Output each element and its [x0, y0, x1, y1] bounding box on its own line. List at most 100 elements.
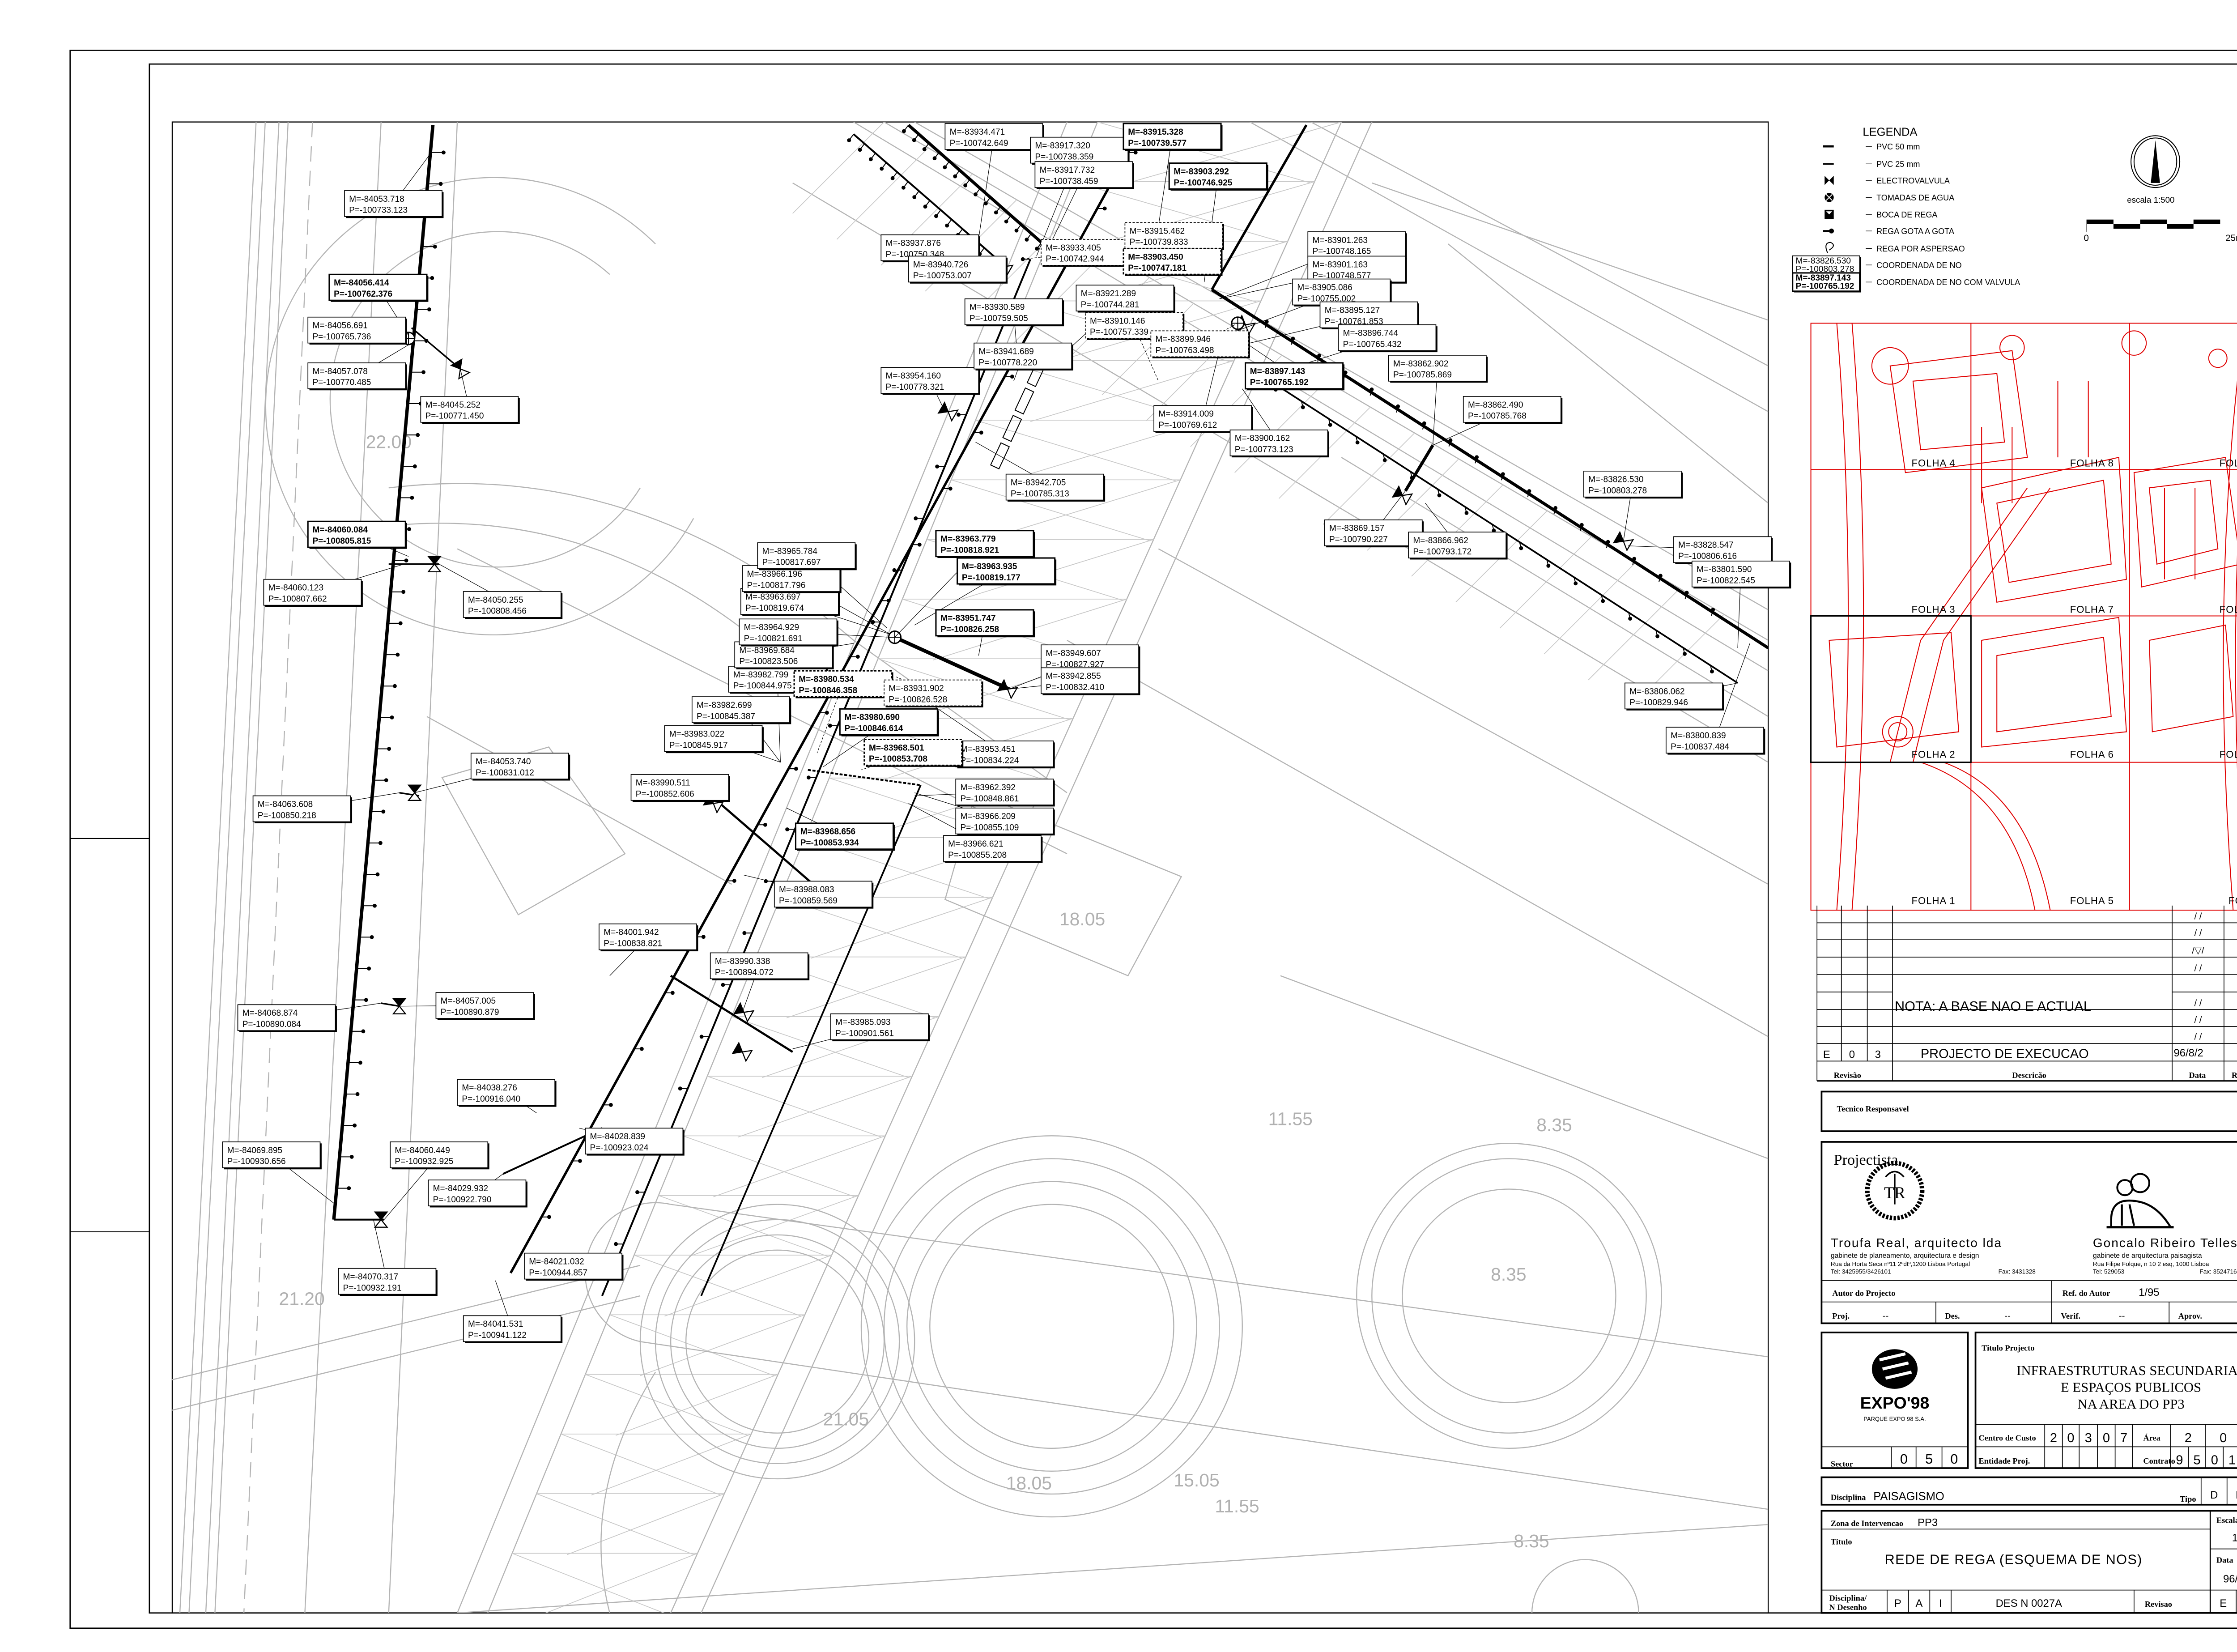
key-map-sheet-label[interactable]: FOLHA 12	[2220, 458, 2237, 469]
node-p-coordinate: P=-100826.528	[889, 695, 947, 704]
drip-emitter-icon	[1437, 489, 1442, 498]
expo98-logo: EXPO'98 PARQUE EXPO 98 S.A.	[1860, 1349, 1929, 1422]
legend-label: PVC 25 mm	[1876, 160, 1920, 169]
node-m-coordinate: M=-83897.143	[1250, 367, 1305, 376]
electrovalve-icon	[997, 678, 1018, 700]
node-m-coordinate: M=-83968.656	[800, 827, 855, 837]
firm2-tel: Tel: 529053	[2093, 1269, 2124, 1275]
node-m-coordinate: M=-83953.451	[960, 745, 1015, 754]
node-p-coordinate: P=-100765.432	[1343, 340, 1402, 349]
firm2-fax: Fax: 3524716	[2199, 1269, 2237, 1275]
key-map-sheet-label[interactable]: FOLHA 8	[2070, 458, 2114, 469]
node-m-coordinate: M=-83963.779	[940, 535, 995, 544]
node-m-coordinate: M=-83826.530	[1588, 475, 1643, 485]
leader-line	[1714, 643, 1750, 741]
node-m-coordinate: M=-83921.289	[1081, 289, 1136, 298]
key-map-sheet-label[interactable]: FOLHA 11	[2220, 604, 2237, 615]
drip-emitter-icon	[923, 200, 931, 209]
node-m-coordinate: M=-83983.022	[669, 730, 724, 739]
node-m-coordinate: M=-83900.162	[1235, 434, 1290, 443]
drip-emitter-icon	[1004, 375, 1014, 379]
legend-title: LEGENDA	[1863, 126, 1917, 138]
drip-emitter-icon	[1021, 257, 1031, 261]
drip-emitter-icon	[945, 219, 952, 228]
drip-emitter-icon	[1492, 524, 1496, 533]
node-m-coordinate: M=-83931.902	[889, 684, 944, 693]
node-p-coordinate: P=-100859.569	[779, 896, 838, 906]
water-outlet-icon	[1231, 316, 1245, 330]
elevation-label: 21.20	[279, 1288, 324, 1309]
key-map-sheet-label[interactable]: FOLHA 10	[2220, 749, 2237, 760]
drip-emitter-icon	[1291, 336, 1295, 345]
node-p-coordinate: P=-100805.815	[312, 536, 371, 546]
node-m-coordinate: M=-83866.962	[1413, 536, 1468, 545]
num-label-1: Disciplina/	[1829, 1593, 1867, 1602]
key-map-sheet-label[interactable]: FOLHA 7	[2070, 604, 2114, 615]
drip-emitter-icon	[742, 931, 752, 935]
drip-emitter-icon	[339, 1154, 354, 1159]
key-map-sheet-label[interactable]: FOLHA 4	[1911, 458, 1955, 469]
node-m-coordinate: M=-83990.511	[636, 779, 690, 788]
elevation-label: 18.05	[1059, 909, 1105, 929]
drip-emitter-icon	[1519, 542, 1523, 550]
key-map-sheet-label[interactable]: FOLHA 6	[2070, 749, 2114, 760]
node-p-coordinate: P=-100848.861	[960, 794, 1019, 804]
node-m-coordinate: M=-83941.689	[978, 347, 1033, 357]
drip-emitter-icon	[912, 191, 919, 199]
legend-item: REGA GOTA A GOTA	[1823, 227, 1954, 236]
node-p-coordinate: P=-100790.227	[1329, 535, 1388, 545]
drip-emitter-icon	[757, 822, 767, 827]
node-p-coordinate: P=-100823.506	[739, 657, 798, 666]
key-map-sheet-label[interactable]: FOLHA 2	[1911, 749, 1955, 760]
drip-irrigation-icon	[1823, 228, 1834, 234]
revision-date-blank: / /	[2194, 911, 2202, 922]
node-p-coordinate: P=-100826.258	[940, 625, 999, 634]
node-p-coordinate: P=-100853.934	[800, 839, 859, 848]
legend-item: REGA POR ASPERSAO	[1825, 242, 1965, 253]
leader-line	[1134, 325, 1159, 382]
node-p-coordinate: P=-100765.736	[312, 332, 371, 341]
drip-emitter-icon	[414, 339, 429, 343]
key-map-sheet-label[interactable]: FOLHA 1	[1911, 895, 1955, 906]
legend-label: COORDENADA DE NO COM VALVULA	[1876, 278, 2020, 287]
drip-emitter-icon	[788, 766, 798, 771]
revision-table	[1816, 905, 2237, 1082]
key-map-sheet-label[interactable]: FOLHA 5	[2070, 895, 2114, 906]
scale-text: escala 1:500	[2127, 195, 2174, 204]
current-sheet-highlight	[1810, 615, 1972, 763]
node-m-coordinate: M=-83917.732	[1040, 166, 1095, 175]
node-p-coordinate: P=-100763.498	[1156, 346, 1214, 355]
node-p-coordinate: P=-100733.123	[349, 206, 408, 215]
node-m-coordinate: M=-83982.799	[733, 670, 788, 680]
drip-emitter-icon	[394, 558, 408, 563]
drip-emitter-icon	[914, 516, 923, 520]
drip-emitter-icon	[1501, 472, 1505, 481]
ref-value: 1/95	[2139, 1286, 2159, 1299]
drip-emitter-icon	[1574, 577, 1578, 586]
sector-digit: 0	[1900, 1452, 1908, 1467]
node-m-coordinate: M=-83985.093	[835, 1018, 890, 1027]
proj-label: Proj.	[1832, 1311, 1850, 1320]
node-m-coordinate: M=-84045.252	[425, 400, 481, 410]
node-m-coordinate: M=-83990.338	[715, 957, 770, 966]
key-map-sheet-label[interactable]: FOLHA 9	[2228, 895, 2237, 906]
scale-end: 25m	[2225, 233, 2237, 243]
node-m-coordinate: M=-83963.935	[962, 562, 1017, 571]
node-p-coordinate: P=-100778.220	[978, 358, 1037, 367]
contrato-digit: 1	[2228, 1453, 2236, 1468]
node-m-coordinate: M=-83988.083	[779, 885, 834, 894]
verif-label: Verif.	[2061, 1311, 2080, 1320]
key-map-sheet-label[interactable]: FOLHA 3	[1911, 604, 1955, 615]
entidade-label: Entidade Proj.	[1978, 1456, 2030, 1465]
drip-emitter-icon	[371, 809, 386, 814]
drip-emitter-icon	[359, 935, 374, 939]
